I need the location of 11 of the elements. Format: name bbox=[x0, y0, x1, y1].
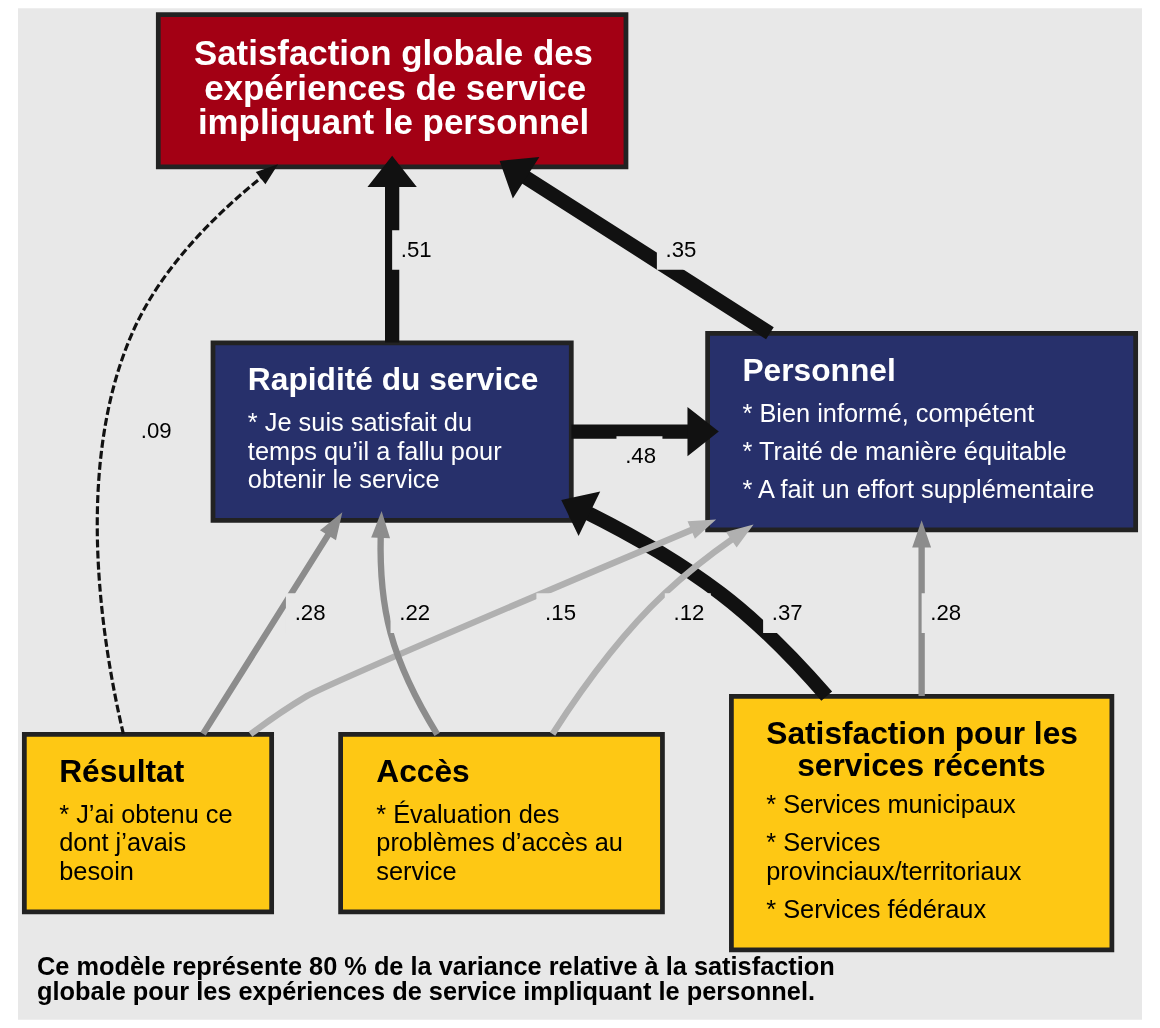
caption: Ce modèle représente 80 % de la variance relative à la satisfaction globale pour les expériences de service impliquant le personnel. bbox=[37, 952, 835, 1006]
edge-label: .28 bbox=[294, 599, 326, 625]
edge-label: .37 bbox=[771, 599, 803, 625]
edge-label: .12 bbox=[673, 599, 705, 625]
edge-label: .22 bbox=[399, 599, 431, 625]
edge-label: .09 bbox=[140, 418, 172, 444]
edge-label: .15 bbox=[545, 599, 576, 625]
edge-label: .28 bbox=[930, 599, 962, 625]
edge-label: .51 bbox=[400, 236, 432, 262]
edge-label: .48 bbox=[625, 442, 657, 468]
edge-label: .35 bbox=[665, 236, 697, 262]
